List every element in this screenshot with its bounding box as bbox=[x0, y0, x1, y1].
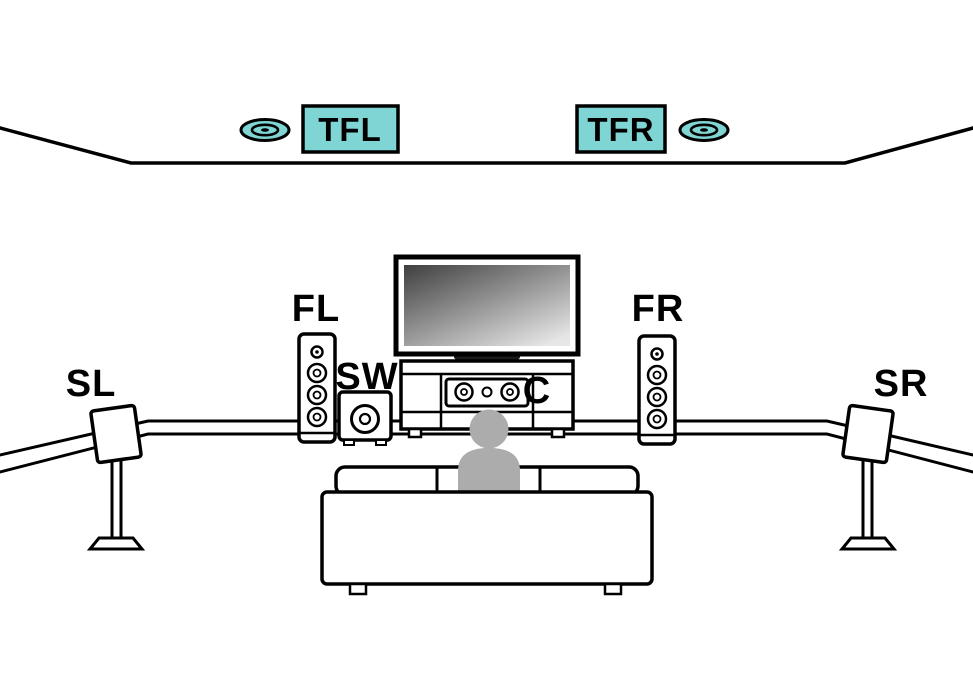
sofa-right-foot bbox=[603, 582, 623, 596]
top-front-left-badge: TFL bbox=[301, 104, 400, 154]
top-front-right-badge-box bbox=[575, 104, 667, 154]
woofer-cap bbox=[312, 368, 322, 378]
speaker-labels: SL FL SW C FR SR bbox=[66, 288, 929, 412]
label-center: C bbox=[523, 370, 551, 412]
center-speaker-tweeter bbox=[481, 386, 493, 398]
center-speaker-body bbox=[444, 377, 530, 408]
sofa-seat bbox=[320, 490, 654, 586]
surround-left-speaker-box bbox=[89, 403, 143, 465]
ceiling-speaker-center-dot bbox=[700, 128, 708, 132]
ceiling-speaker-center-dot bbox=[261, 128, 269, 132]
label-front-right: FR bbox=[632, 288, 685, 330]
center-speaker-right-woofer bbox=[500, 382, 520, 402]
subwoofer-right-foot bbox=[375, 439, 387, 446]
surround-left-stand-pole bbox=[110, 456, 123, 542]
surround-right-speaker bbox=[838, 403, 898, 551]
ceiling-edge-line bbox=[0, 126, 973, 165]
sofa-left-foot bbox=[348, 582, 368, 596]
label-top-front-left: TFL bbox=[318, 111, 381, 148]
front-right-speaker bbox=[637, 334, 677, 446]
tweeter bbox=[310, 345, 324, 359]
ceiling-speaker-icon-left bbox=[239, 118, 291, 142]
ceiling-speaker-inner-ring bbox=[250, 123, 280, 137]
surround-right-stand-pole bbox=[861, 456, 874, 542]
listener-head bbox=[469, 409, 509, 449]
listener-torso-front bbox=[458, 448, 520, 494]
center-speaker bbox=[444, 377, 530, 408]
center-speaker-left-woofer bbox=[454, 382, 474, 402]
center-speaker-right-woofer-cap bbox=[506, 388, 514, 396]
woofer bbox=[646, 408, 668, 430]
ceiling-speaker-inner-ring bbox=[689, 123, 719, 137]
tweeter bbox=[650, 347, 664, 361]
sofa bbox=[320, 448, 654, 596]
label-surround-left: SL bbox=[66, 363, 117, 405]
ceiling-speaker-icon-right bbox=[678, 118, 730, 142]
tv-cabinet-right-leg bbox=[550, 427, 566, 439]
top-front-right-badge: TFR bbox=[575, 104, 667, 154]
tweeter-dot bbox=[655, 352, 659, 356]
center-speaker-left-woofer-cap bbox=[460, 388, 468, 396]
tv-cabinet-left-leg bbox=[407, 427, 423, 439]
label-surround-right: SR bbox=[874, 363, 929, 405]
woofer-cap bbox=[652, 370, 662, 380]
woofer-cap bbox=[652, 392, 662, 402]
woofer bbox=[646, 364, 668, 386]
label-front-left: FL bbox=[292, 288, 340, 330]
tv-screen bbox=[404, 265, 570, 346]
subwoofer-driver-cap bbox=[358, 412, 372, 426]
surround-left-speaker bbox=[86, 403, 146, 551]
surround-right-stand-base bbox=[838, 536, 898, 551]
woofer bbox=[646, 386, 668, 408]
subwoofer-left-foot bbox=[343, 439, 355, 446]
woofer bbox=[306, 362, 328, 384]
woofer bbox=[306, 384, 328, 406]
woofer-cap bbox=[312, 412, 322, 422]
subwoofer bbox=[337, 390, 393, 446]
label-top-front-right: TFR bbox=[587, 111, 654, 148]
surround-right-speaker-box bbox=[841, 403, 895, 465]
woofer-cap bbox=[312, 390, 322, 400]
subwoofer-driver bbox=[350, 404, 380, 434]
tweeter-dot bbox=[315, 350, 319, 354]
woofer bbox=[306, 406, 328, 428]
subwoofer-body bbox=[337, 390, 393, 442]
woofer-cap bbox=[652, 414, 662, 424]
front-left-speaker bbox=[297, 332, 337, 444]
top-front-left-badge-box bbox=[301, 104, 400, 154]
tv bbox=[393, 254, 581, 365]
label-subwoofer: SW bbox=[335, 356, 398, 398]
surround-left-stand-base bbox=[86, 536, 146, 551]
